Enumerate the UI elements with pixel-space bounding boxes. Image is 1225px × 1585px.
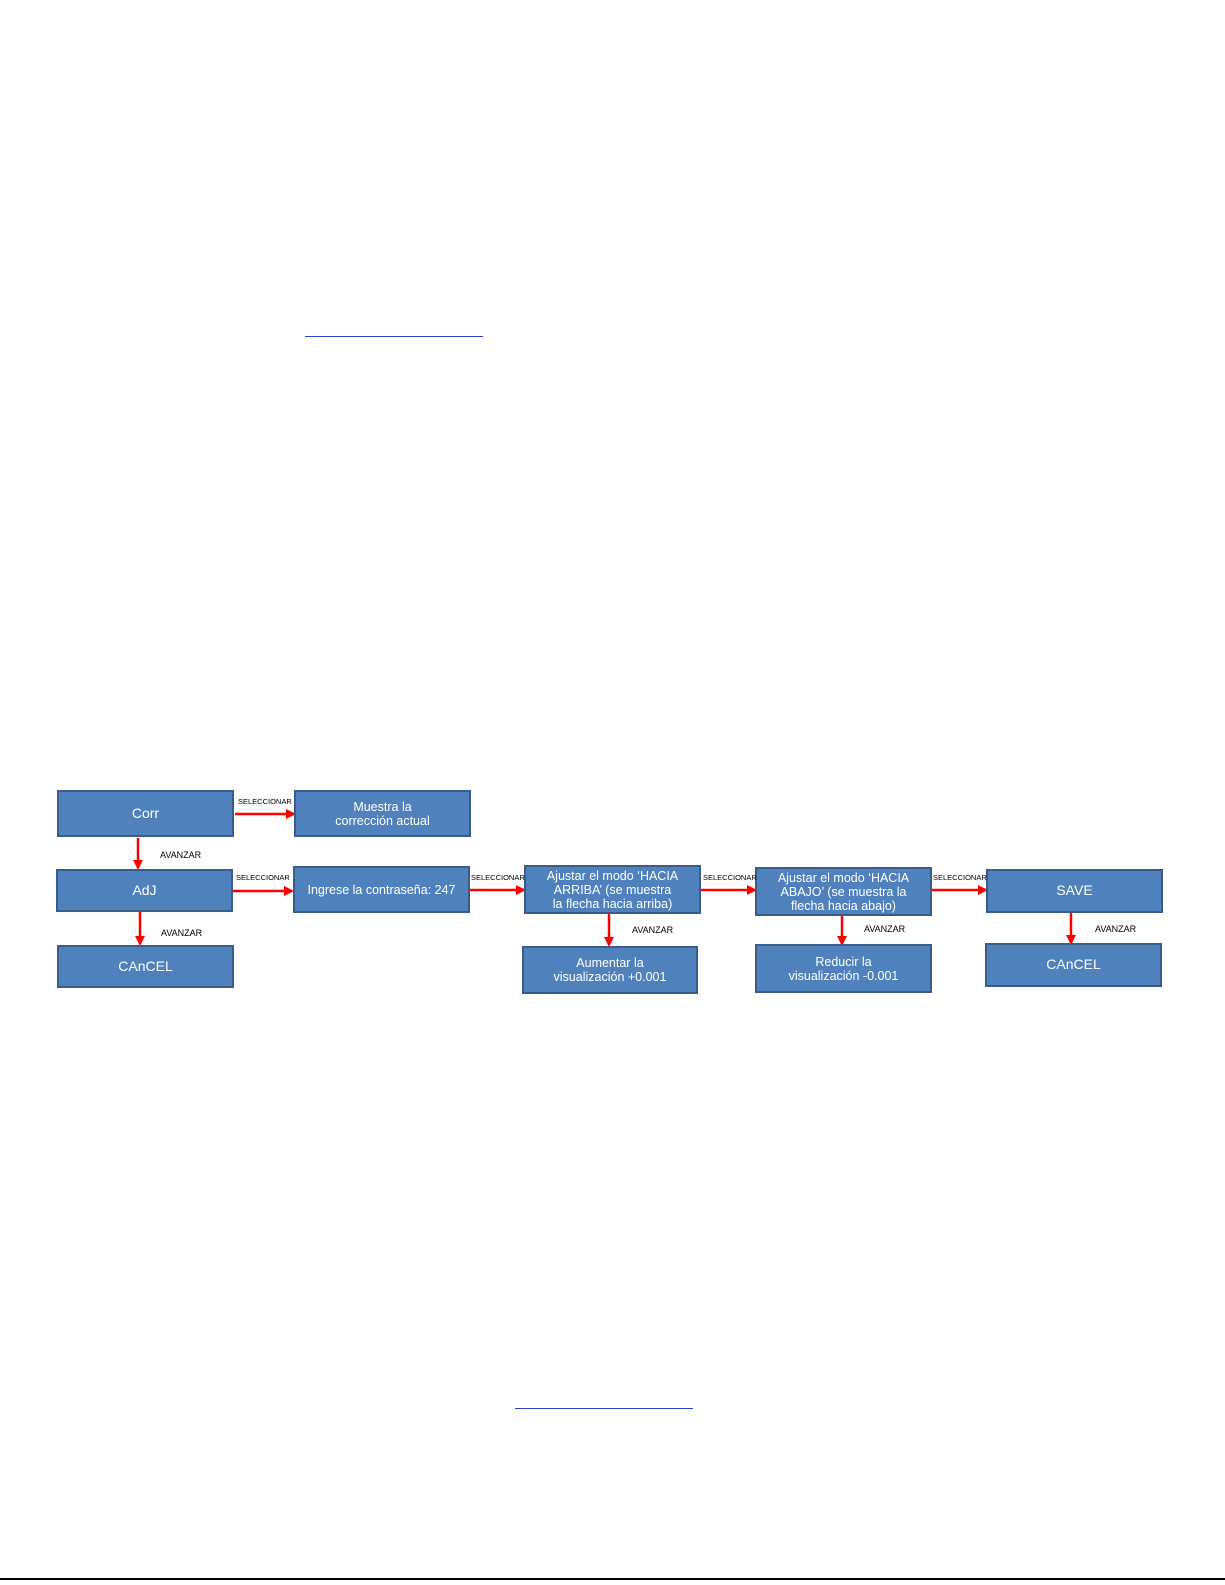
edge-label-advance: AVANZAR	[864, 924, 906, 934]
edge-label-select: SELECCIONAR	[236, 873, 290, 882]
node-aumentar: Aumentar la visualización +0.001	[522, 946, 698, 994]
node-cancel-left: CAnCEL	[57, 945, 234, 988]
edge-label-select: SELECCIONAR	[471, 873, 525, 882]
hyperlink-underline-top[interactable]	[305, 336, 483, 337]
node-reducir: Reducir la visualización -0.001	[755, 944, 932, 993]
edge-label-advance: AVANZAR	[160, 850, 202, 860]
edge-label-advance: AVANZAR	[161, 928, 203, 938]
node-reducir-label: Reducir la visualización -0.001	[788, 954, 899, 983]
node-cancel-right: CAnCEL	[985, 943, 1162, 987]
node-adj-label: AdJ	[132, 881, 157, 898]
edge-label-select: SELECCIONAR	[933, 873, 987, 882]
edge-label-advance: AVANZAR	[1095, 924, 1137, 934]
node-muestra-label: Muestra la corrección actual	[335, 799, 430, 828]
edge-label-select: SELECCIONAR	[703, 873, 757, 882]
node-save-label: SAVE	[1056, 882, 1093, 899]
node-arriba-label: Ajustar el modo ‘HACIA ARRIBA’ (se muest…	[546, 868, 679, 911]
node-adj: AdJ	[56, 869, 233, 912]
node-abajo: Ajustar el modo ‘HACIA ABAJO’ (se muestr…	[755, 867, 932, 916]
edge-label-select: SELECCIONAR	[238, 797, 292, 806]
hyperlink-underline-bottom[interactable]	[515, 1408, 693, 1409]
page-bottom-rule	[0, 1578, 1225, 1580]
node-contrasena: Ingrese la contraseña: 247	[293, 866, 470, 913]
node-corr: Corr	[57, 790, 234, 837]
node-cancel-left-label: CAnCEL	[118, 957, 173, 974]
node-save: SAVE	[986, 869, 1163, 913]
edge-label-advance: AVANZAR	[632, 925, 674, 935]
node-cancel-right-label: CAnCEL	[1046, 956, 1101, 973]
node-muestra: Muestra la corrección actual	[294, 790, 471, 837]
node-corr-label: Corr	[131, 804, 160, 821]
node-aumentar-label: Aumentar la visualización +0.001	[553, 956, 667, 984]
node-abajo-label: Ajustar el modo ‘HACIA ABAJO’ (se muestr…	[777, 870, 910, 913]
node-arriba: Ajustar el modo ‘HACIA ARRIBA’ (se muest…	[524, 865, 701, 914]
node-contrasena-label: Ingrese la contraseña: 247	[307, 882, 456, 897]
